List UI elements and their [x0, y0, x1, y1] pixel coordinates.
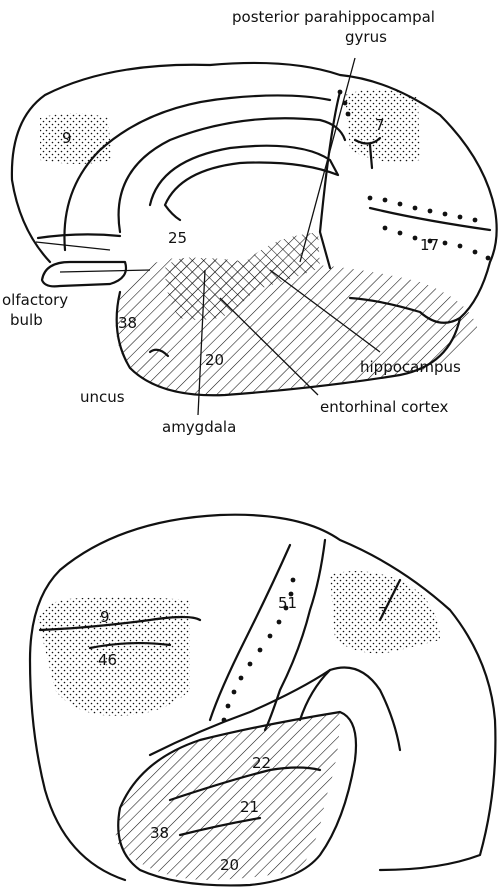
label-uncus: uncus — [80, 388, 125, 406]
area-38-lateral: 38 — [150, 824, 169, 842]
area-17: 17 — [420, 236, 439, 254]
area-9-medial: 9 — [62, 129, 72, 147]
label-hippocampus: hippocampus — [360, 358, 461, 376]
area-20-medial: 20 — [205, 351, 224, 369]
label-bulb: bulb — [10, 311, 43, 329]
label-gyrus: gyrus — [345, 28, 387, 46]
label-entorhinal-cortex: entorhinal cortex — [320, 398, 448, 416]
area-20-lateral: 20 — [220, 856, 239, 874]
parieto-occipital-sulcus — [320, 92, 340, 268]
parietal-sulcus-2 — [300, 670, 330, 720]
area-7-lateral: 7 — [378, 604, 388, 622]
leader-parahippocampal — [300, 58, 355, 262]
temporal-hatch-lateral — [115, 712, 340, 880]
area-21: 21 — [240, 798, 259, 816]
olfactory-tract — [60, 270, 150, 272]
frontal-sulcus-2 — [36, 242, 110, 250]
label-olfactory: olfactory — [2, 291, 68, 309]
frontal-sulcus — [38, 234, 120, 238]
area-9-medial-stipple — [40, 113, 112, 164]
corpus-callosum — [150, 146, 338, 220]
area-51: 51 — [278, 594, 297, 612]
area-38-medial: 38 — [118, 314, 137, 332]
label-amygdala: amygdala — [162, 418, 236, 436]
label-posterior-parahippocampal: posterior parahippocampal — [232, 8, 435, 26]
medial-view: posterior parahippocampal gyrus olfactor… — [2, 8, 497, 436]
area-7-medial: 7 — [375, 116, 385, 134]
area-9-lateral: 9 — [100, 608, 110, 626]
area-22: 22 — [252, 754, 271, 772]
area-25: 25 — [168, 229, 187, 247]
olfactory-bulb-shape — [42, 262, 126, 286]
area-46: 46 — [98, 651, 117, 669]
callosal-sulcus — [119, 118, 345, 232]
lateral-view: 9 46 51 7 22 21 38 20 — [30, 515, 495, 886]
